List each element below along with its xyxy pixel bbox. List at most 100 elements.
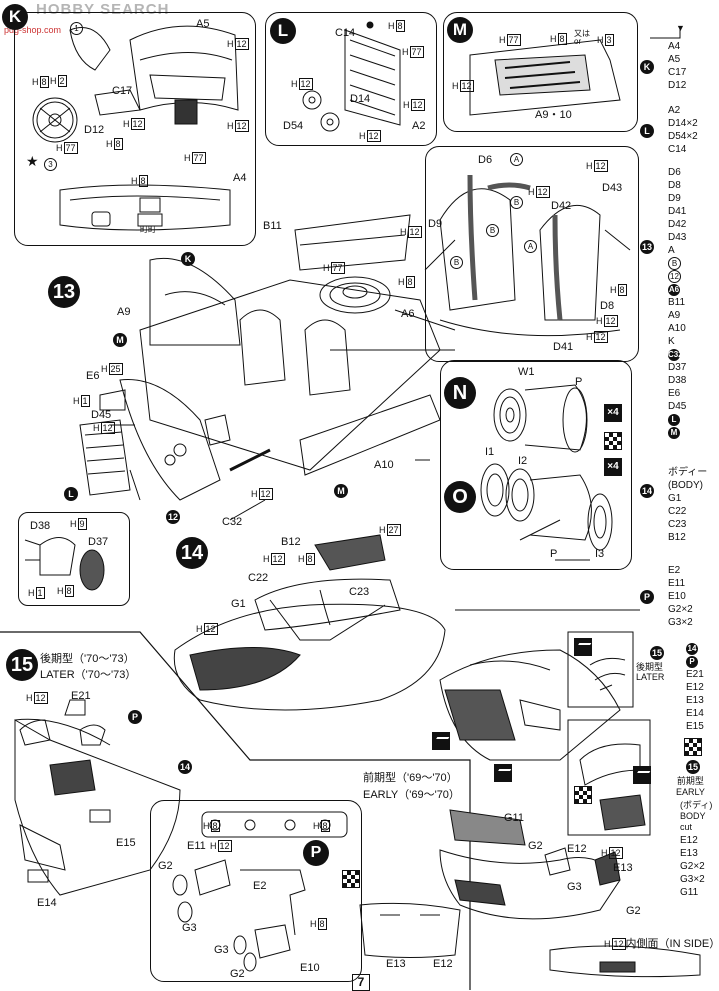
checker-flag-icon bbox=[684, 738, 702, 756]
part-e12: E12 bbox=[567, 843, 587, 855]
part-e12: E12 bbox=[433, 958, 453, 970]
part-d37: D37 bbox=[88, 536, 109, 548]
part-d9: D9 bbox=[428, 218, 443, 230]
callout-p: P bbox=[128, 710, 142, 724]
step-15-badge: 15 bbox=[6, 649, 38, 681]
cut-silhouette-icon bbox=[494, 764, 512, 782]
quantity-x4: ×4 bbox=[604, 404, 622, 422]
sidebar-l-badge: L bbox=[640, 124, 654, 138]
part-g3: G3 bbox=[182, 922, 197, 934]
panel-seat bbox=[425, 146, 639, 362]
part-i3: I3 bbox=[595, 548, 605, 560]
step-14-badge: 14 bbox=[176, 537, 208, 569]
panel-wheels bbox=[440, 360, 632, 570]
later-label-en: LATER（'70〜'73） bbox=[40, 669, 137, 681]
panel-n-badge: N bbox=[444, 377, 476, 409]
watermark: HOBBY SEARCH bbox=[36, 1, 170, 18]
part-d38: D38 bbox=[30, 520, 51, 532]
part-e10: E10 bbox=[300, 962, 320, 974]
early-label-en: EARLY（'69〜'70） bbox=[363, 789, 460, 801]
panel-o-badge: O bbox=[444, 481, 476, 513]
panel-d38 bbox=[18, 512, 130, 606]
checker-flag-icon bbox=[574, 786, 592, 804]
part-a9: A9 bbox=[117, 306, 131, 318]
callout-a: A bbox=[510, 153, 523, 166]
watermark-url: pdg-shop.com bbox=[4, 25, 62, 35]
panel-m-badge: M bbox=[447, 17, 473, 43]
part-d41: D41 bbox=[553, 341, 574, 353]
part-a4: A4 bbox=[233, 172, 247, 184]
part-g2: G2 bbox=[158, 860, 173, 872]
panel-k-badge: K bbox=[2, 4, 28, 30]
part-e2: E2 bbox=[253, 880, 267, 892]
panel-k bbox=[14, 12, 256, 246]
part-d45: D45 bbox=[91, 409, 112, 421]
later-label-jp: 後期型（'70〜'73） bbox=[40, 653, 135, 665]
part-g3: G3 bbox=[567, 881, 582, 893]
part-e11: E11 bbox=[187, 840, 206, 852]
part-e13: E13 bbox=[386, 958, 406, 970]
panel-l-badge: L bbox=[270, 18, 296, 44]
part-a10: A10 bbox=[374, 459, 394, 471]
panel-p-badge: P bbox=[303, 840, 329, 866]
part-g1: G1 bbox=[231, 598, 246, 610]
callout-m: M bbox=[113, 333, 127, 347]
callout-a: A bbox=[524, 240, 537, 253]
part-d43: D43 bbox=[602, 182, 623, 194]
part-c23: C23 bbox=[349, 586, 370, 598]
part-p: P bbox=[550, 548, 558, 560]
part-e15: E15 bbox=[116, 837, 136, 849]
part-e13: E13 bbox=[613, 862, 633, 874]
panel-l bbox=[265, 12, 437, 146]
sidebar-15-badge: 15 bbox=[650, 646, 664, 660]
part-g2: G2 bbox=[626, 905, 641, 917]
part-g2: G2 bbox=[230, 968, 245, 980]
part-e6: E6 bbox=[86, 370, 100, 382]
panel-p bbox=[150, 800, 362, 982]
checker-flag-icon bbox=[342, 870, 360, 888]
star-icon: ★ bbox=[26, 153, 39, 169]
part-d8: D8 bbox=[600, 300, 615, 312]
cut-silhouette-icon bbox=[633, 766, 651, 784]
early-label-jp: 前期型（'69〜'70） bbox=[363, 772, 458, 784]
sidebar-arrow: ▼ bbox=[676, 23, 685, 33]
callout-14: 14 bbox=[178, 760, 192, 774]
callout-b: B bbox=[510, 196, 523, 209]
part-d6: D6 bbox=[478, 154, 493, 166]
callout-m: M bbox=[334, 484, 348, 498]
sidebar-15b-badge: 15 bbox=[686, 760, 700, 774]
